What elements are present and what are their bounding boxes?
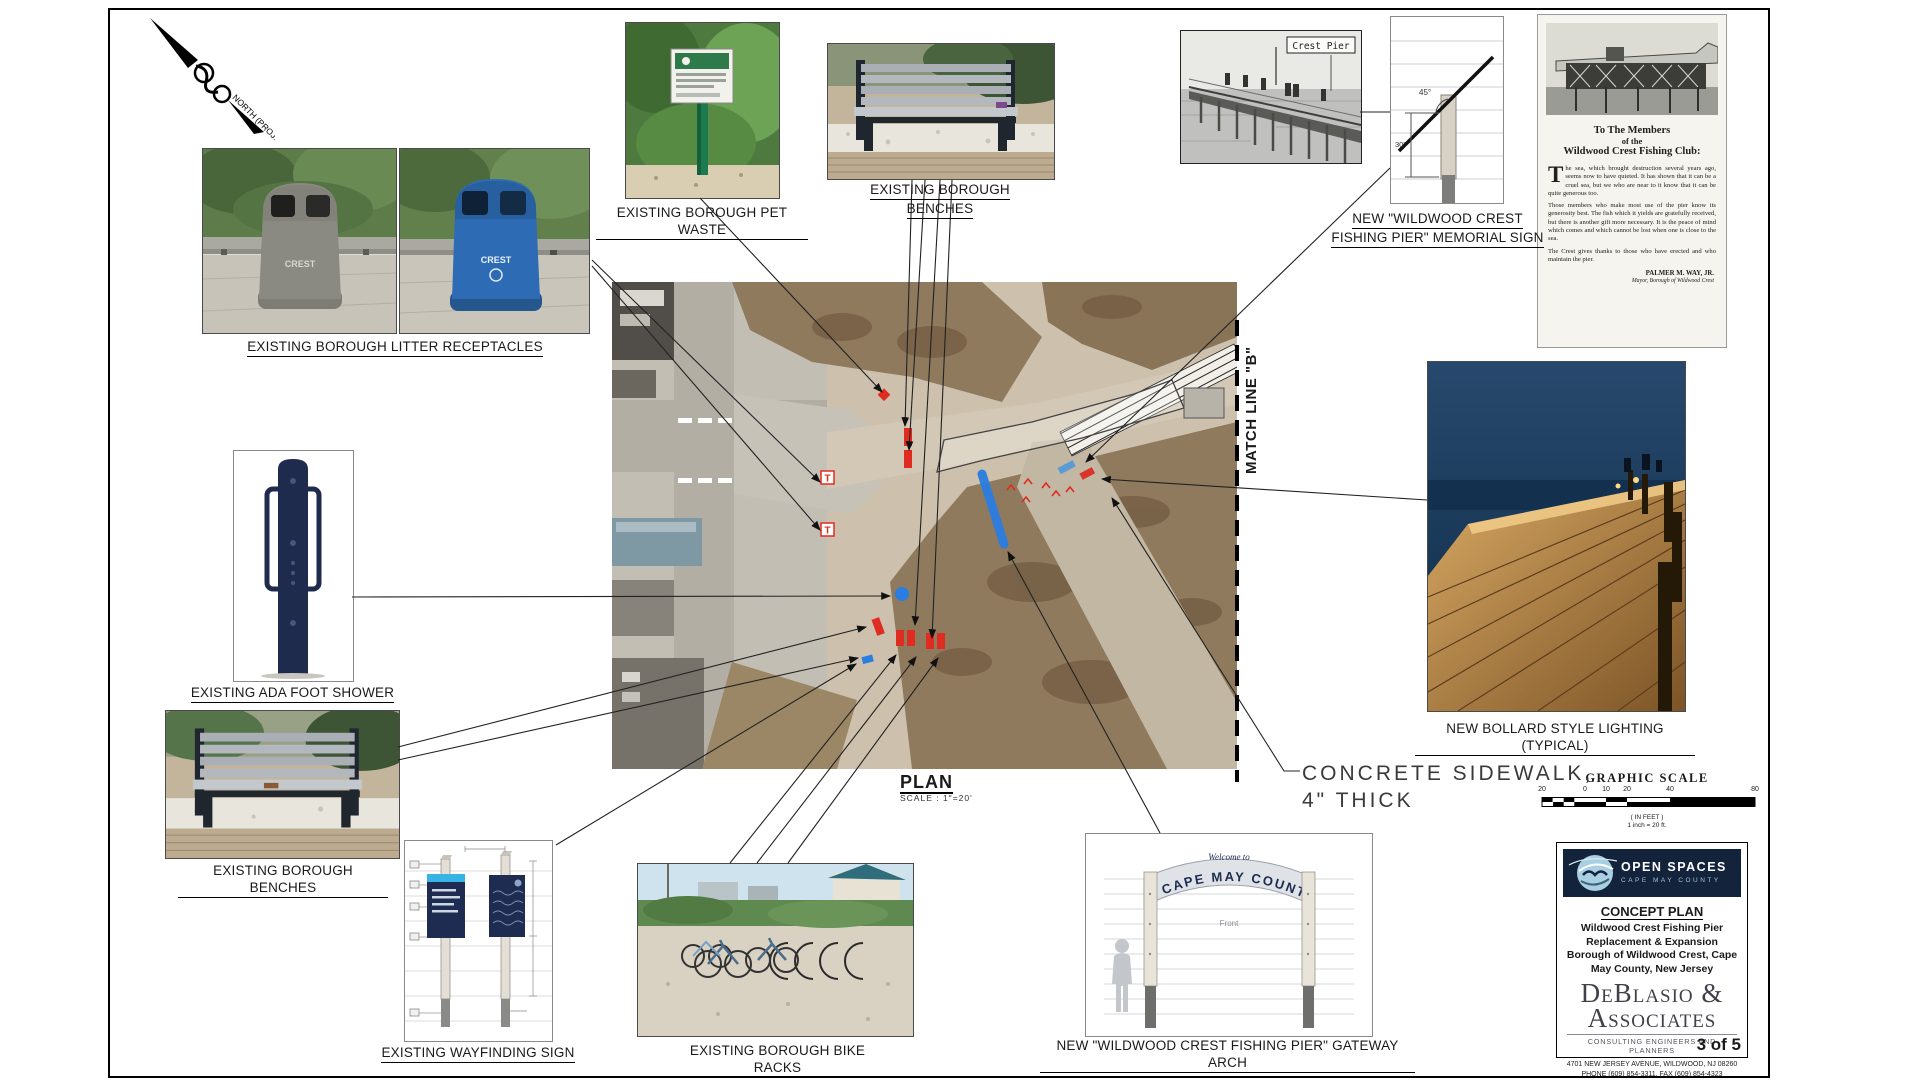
svg-text:NORTH (PROJ.): NORTH (PROJ.): [231, 92, 275, 140]
photo-benches-bottom: [165, 710, 400, 859]
svg-text:Welcome to: Welcome to: [1208, 852, 1250, 862]
firm-logo: DeBlasio & Associates: [1580, 978, 1724, 1033]
article-paragraph: The Crest gives thanks to those who have…: [1548, 247, 1716, 263]
doc-title: CONCEPT PLAN: [1600, 904, 1704, 920]
photo-benches-top: [827, 43, 1055, 180]
org-name: OPEN SPACES: [1621, 860, 1727, 874]
north-arrow-icon: NORTH (PROJ.): [150, 18, 275, 140]
open-spaces-logo: OPEN SPACES CAPE MAY COUNTY: [1563, 849, 1741, 897]
firm-tagline: CONSULTING ENGINEERS AND PLANNERS: [1567, 1034, 1737, 1055]
drawing-ada-foot-shower: [233, 450, 354, 682]
drawing-gateway-arch: CAPE MAY COUNTY Welcome to Front: [1085, 833, 1373, 1037]
photo-pet-waste: [625, 22, 780, 199]
scale-bar: [1541, 797, 1756, 807]
sheet-border: [108, 8, 1770, 1078]
page-number: 3 of 5: [1696, 1035, 1741, 1054]
svg-text:30': 30': [1395, 140, 1405, 149]
label-bike-racks: EXISTING BOROUGH BIKE RACKS: [665, 1042, 890, 1078]
plan-scale: SCALE : 1"=20': [900, 793, 973, 803]
title-block: OPEN SPACES CAPE MAY COUNTY CONCEPT PLAN…: [1556, 842, 1748, 1078]
label-pet-waste: EXISTING BOROUGH PET WASTE: [596, 204, 808, 240]
svg-text:Front: Front: [1220, 919, 1239, 928]
drawing-memorial-sign: 45° 30': [1390, 16, 1504, 204]
svg-text:Crest Pier: Crest Pier: [1292, 41, 1349, 52]
article-heading: To The Members: [1593, 125, 1671, 136]
note-concrete-sidewalk: CONCRETE SIDEWALK,4" THICK: [1302, 762, 1594, 812]
label-wayfinding-sign: EXISTING WAYFINDING SIGN: [378, 1044, 578, 1063]
photo-bike-racks: [637, 863, 914, 1037]
plan-markings: T T: [820, 388, 1096, 665]
plan-title: PLAN: [900, 772, 953, 794]
label-ada-foot-shower: EXISTING ADA FOOT SHOWER: [185, 684, 400, 703]
drawing-wayfinding-sign: [404, 840, 553, 1042]
graphic-scale: GRAPHIC SCALE 20 0 10 20 40 80 ( IN FEET…: [1527, 771, 1767, 829]
photo-crest-pier: Crest Pier: [1180, 30, 1362, 164]
photo-litter-blue: CREST: [399, 148, 590, 334]
plan-title-group: PLAN SCALE : 1"=20': [900, 772, 1020, 803]
article-paragraph: Those members who make most use of the p…: [1548, 202, 1716, 243]
label-benches-bottom: EXISTING BOROUGH BENCHES: [178, 862, 388, 898]
article-signature: PALMER M. WAY, JR.: [1645, 270, 1714, 278]
photo-litter-gray: CREST: [202, 148, 397, 334]
match-line-label: MATCH LINE "B": [1243, 346, 1260, 474]
label-bollard-lighting: NEW BOLLARD STYLE LIGHTING (TYPICAL): [1415, 720, 1695, 756]
article-fishing-club: To The Members of the Wildwood Crest Fis…: [1537, 14, 1727, 348]
label-gateway-arch: NEW "WILDWOOD CREST FISHING PIER" GATEWA…: [1040, 1037, 1415, 1073]
project-name: Wildwood Crest Fishing Pier Replacement …: [1566, 922, 1738, 975]
aerial-plan: T T: [612, 282, 1247, 769]
svg-text:T: T: [824, 474, 830, 485]
firm-address: 4701 NEW JERSEY AVENUE, WILDWOOD, NJ 082…: [1566, 1061, 1738, 1078]
svg-text:CREST: CREST: [481, 255, 512, 265]
svg-text:CREST: CREST: [285, 259, 316, 269]
label-litter-receptacles: EXISTING BOROUGH LITTER RECEPTACLES: [230, 338, 560, 357]
svg-text:T: T: [824, 526, 830, 537]
photo-bollard-lighting: [1427, 361, 1686, 712]
svg-text:45°: 45°: [1419, 88, 1431, 97]
article-photo: [1546, 23, 1718, 115]
